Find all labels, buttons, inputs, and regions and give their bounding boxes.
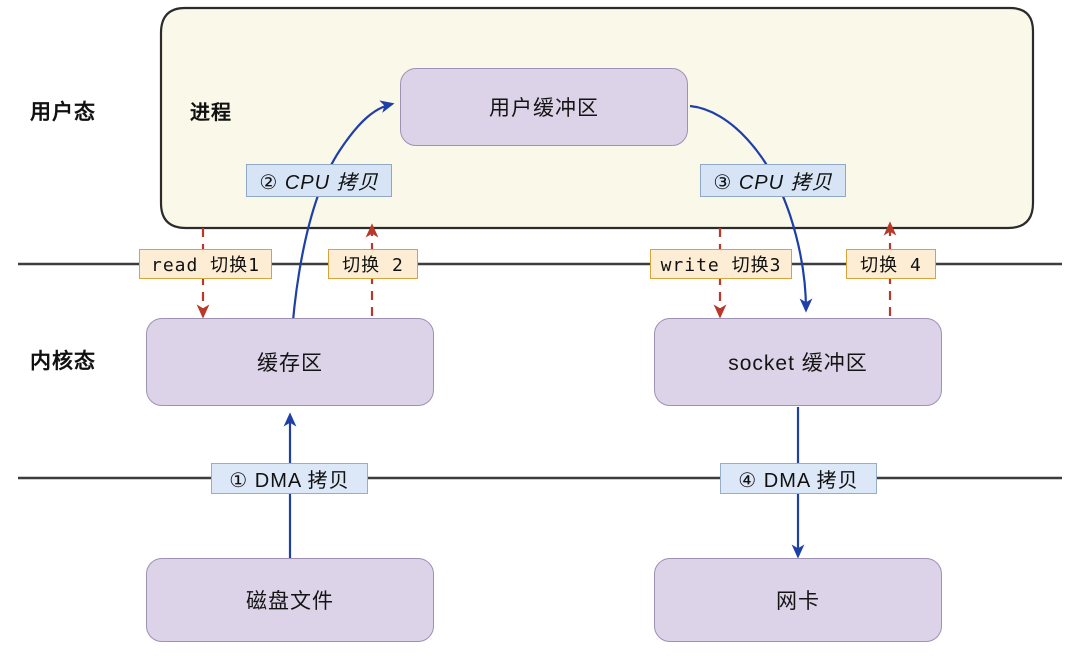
- node-disk-file-label: 磁盘文件: [246, 590, 334, 613]
- tag-switch-4[interactable]: 切换 4: [846, 249, 936, 279]
- process-label: 进程: [190, 102, 232, 124]
- tag-switch-1[interactable]: read 切换1: [139, 249, 272, 279]
- tag-cpu-copy-2-label: ② CPU 拷贝: [259, 172, 379, 194]
- node-cache-buffer[interactable]: 缓存区: [146, 318, 434, 406]
- tag-dma-copy-1[interactable]: ① DMA 拷贝: [211, 463, 368, 494]
- tag-switch-2[interactable]: 切换 2: [328, 249, 418, 279]
- side-label-user-mode: 用户态: [30, 101, 96, 124]
- tag-switch-2-label: 切换 2: [342, 255, 404, 276]
- node-disk-file[interactable]: 磁盘文件: [146, 558, 434, 642]
- tag-cpu-copy-2[interactable]: ② CPU 拷贝: [246, 164, 392, 197]
- tag-switch-4-label: 切换 4: [860, 255, 922, 276]
- arrow-cpu-copy-3: [689, 104, 813, 313]
- tag-dma-copy-4-label: ④ DMA 拷贝: [738, 470, 859, 492]
- tag-cpu-copy-3-label: ③ CPU 拷贝: [713, 172, 833, 194]
- tag-switch-1-label: read 切换1: [150, 255, 261, 276]
- tag-dma-copy-4[interactable]: ④ DMA 拷贝: [720, 463, 877, 494]
- node-user-buffer[interactable]: 用户缓冲区: [400, 68, 688, 146]
- node-socket-buffer-label: socket 缓冲区: [728, 352, 868, 375]
- side-label-kernel-mode: 内核态: [30, 350, 96, 373]
- tag-dma-copy-1-label: ① DMA 拷贝: [229, 470, 350, 492]
- node-cache-buffer-label: 缓存区: [257, 352, 323, 375]
- node-socket-buffer[interactable]: socket 缓冲区: [654, 318, 942, 406]
- tag-switch-3[interactable]: write 切换3: [650, 249, 792, 279]
- tag-cpu-copy-3[interactable]: ③ CPU 拷贝: [700, 164, 846, 197]
- node-user-buffer-label: 用户缓冲区: [489, 97, 599, 120]
- tag-switch-3-label: write 切换3: [660, 255, 782, 276]
- node-network-card-label: 网卡: [776, 590, 820, 613]
